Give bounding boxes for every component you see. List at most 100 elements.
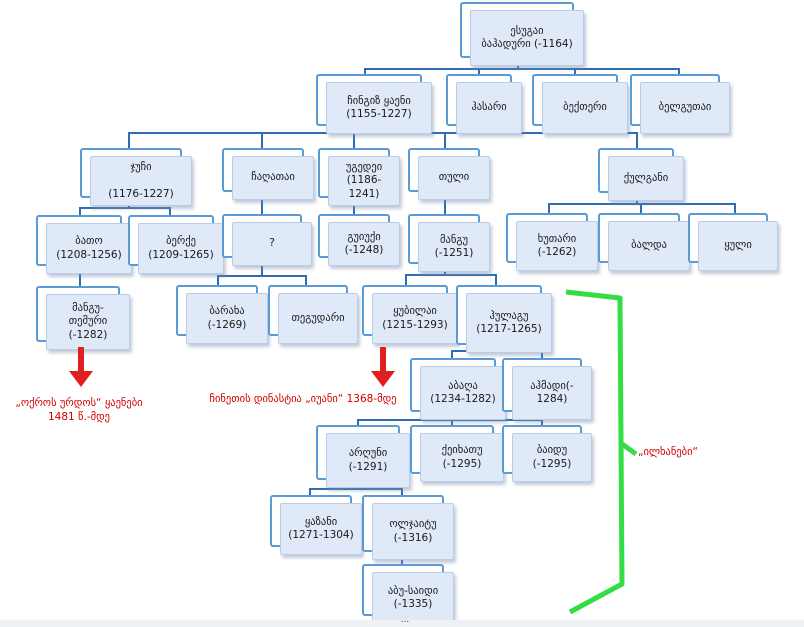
connector <box>217 275 219 285</box>
node-arghun: არღუნი (-1291) <box>316 425 410 488</box>
ilkhans-bracket <box>565 289 638 615</box>
connector <box>128 132 130 148</box>
node-label: უგედეი (1186- 1241) <box>328 156 400 206</box>
node-label: არღუნი (-1291) <box>326 433 410 488</box>
connector <box>636 132 638 148</box>
connector <box>640 203 642 213</box>
node-label: გუიუქი (-1248) <box>328 222 400 266</box>
connector <box>405 274 407 285</box>
connector <box>79 266 81 286</box>
ilkhans-label: „ილხანები“ <box>638 446 698 458</box>
node-guyuk: გუიუქი (-1248) <box>318 214 400 266</box>
node-label: ? <box>232 222 312 266</box>
bottom-strip <box>0 620 804 627</box>
node-jochi: ჯუჩი (1176-1227) <box>80 148 192 206</box>
node-khutari: ხუთარი (-1262) <box>506 213 598 271</box>
node-label: ჰასარი <box>456 82 522 134</box>
node-label: ხუთარი (-1262) <box>516 221 598 271</box>
connector <box>678 68 680 74</box>
connector <box>444 192 446 214</box>
node-label: ყული <box>698 221 778 271</box>
connector <box>217 275 307 277</box>
node-label: ჯუჩი (1176-1227) <box>90 156 192 206</box>
connector <box>357 419 359 425</box>
node-label: ბალდა <box>608 221 690 271</box>
node-kublai: ყუბილაი (1215-1293) <box>362 285 458 344</box>
node-label: აბაღა (1234-1282) <box>420 366 506 420</box>
connector <box>364 68 366 74</box>
yuan-dynasty-note: ჩინეთის დინასტია „იუანი“ 1368-მდე <box>209 393 397 405</box>
node-label: ჩაღათაი <box>232 156 314 200</box>
connector <box>357 419 543 421</box>
node-batu: ბათო (1208-1256) <box>36 215 132 274</box>
connector <box>364 68 680 70</box>
arrow-down-icon <box>69 347 93 387</box>
connector <box>309 488 311 495</box>
connector <box>451 350 453 358</box>
connector <box>541 350 543 358</box>
connector <box>478 68 480 74</box>
connector <box>79 207 81 215</box>
node-label: მანგუ (-1251) <box>418 222 490 272</box>
connector <box>169 207 171 215</box>
node-label: ბარახა (-1269) <box>186 293 268 344</box>
node-label: ყუბილაი (1215-1293) <box>372 293 458 344</box>
node-yuli: ყული <box>688 213 778 271</box>
connector <box>261 192 263 214</box>
connector <box>574 68 576 74</box>
node-mengu-temur: მანგუ- თემური (-1282) <box>36 286 130 350</box>
node-ogedei: უგედეი (1186- 1241) <box>318 148 400 206</box>
node-unknown: ? <box>222 214 312 266</box>
connector <box>309 488 403 490</box>
connector <box>261 258 263 276</box>
connector <box>353 132 355 148</box>
node-label: თული <box>418 156 490 200</box>
node-ahmad: აჰმადი(- 1284) <box>502 358 592 420</box>
connector <box>79 207 171 209</box>
node-baraq: ბარახა (-1269) <box>176 285 268 344</box>
connector <box>405 274 497 276</box>
connector <box>495 274 497 285</box>
node-label: ჰულაგუ (1217-1265) <box>466 293 552 353</box>
node-balda: ბალდა <box>598 213 690 271</box>
connector <box>734 203 736 213</box>
node-label: ბათო (1208-1256) <box>46 223 132 274</box>
node-label: აჰმადი(- 1284) <box>512 366 592 420</box>
node-teguder: თეგუდარი <box>268 285 358 344</box>
node-gaykhatu: ქეიხათუ (-1295) <box>410 425 504 482</box>
connector <box>261 132 263 148</box>
node-belgutei: ბელგუთაი <box>630 74 730 134</box>
node-kulgan: ქულგანი <box>598 148 684 201</box>
node-label: მანგუ- თემური (-1282) <box>46 294 130 350</box>
continuation-mark: ... <box>400 615 410 625</box>
node-tolui: თული <box>408 148 490 200</box>
node-abu-said: აბუ-საიდი (-1335) <box>362 564 454 624</box>
node-ghazan: ყაზანი (1271-1304) <box>270 495 362 555</box>
node-label: თეგუდარი <box>278 293 358 344</box>
node-label: აბუ-საიდი (-1335) <box>372 572 454 624</box>
node-khasar: ჰასარი <box>446 74 522 134</box>
connector <box>451 419 453 425</box>
node-bekter: ბექთერი <box>532 74 628 134</box>
arrow-down-icon <box>371 347 395 387</box>
connector <box>541 419 543 425</box>
connector <box>444 132 446 148</box>
node-label: ჩინგიზ ყაენი (1155-1227) <box>326 82 432 134</box>
connector <box>548 203 736 205</box>
connector <box>305 275 307 285</box>
node-label: ბაიდუ (-1295) <box>512 433 592 482</box>
node-chinggis: ჩინგიზ ყაენი (1155-1227) <box>316 74 432 134</box>
node-label: ოლჯაიტუ (-1316) <box>372 503 454 560</box>
node-abaqa: აბაღა (1234-1282) <box>410 358 506 420</box>
node-mongke: მანგუ (-1251) <box>408 214 490 272</box>
node-label: ქულგანი <box>608 156 684 201</box>
node-label: ბექთერი <box>542 82 628 134</box>
node-label: ბერქე (1209-1265) <box>138 223 224 274</box>
connector <box>401 488 403 495</box>
node-label: ყაზანი (1271-1304) <box>280 503 362 555</box>
node-label: ესუგაი ბაჰადური (-1164) <box>470 10 584 66</box>
node-chagatai: ჩაღათაი <box>222 148 314 200</box>
golden-horde-note: „ოქროს ურდოს“ ყაენები 1481 წ.-მდე <box>15 397 143 424</box>
node-yesugei: ესუგაი ბაჰადური (-1164) <box>460 2 584 66</box>
